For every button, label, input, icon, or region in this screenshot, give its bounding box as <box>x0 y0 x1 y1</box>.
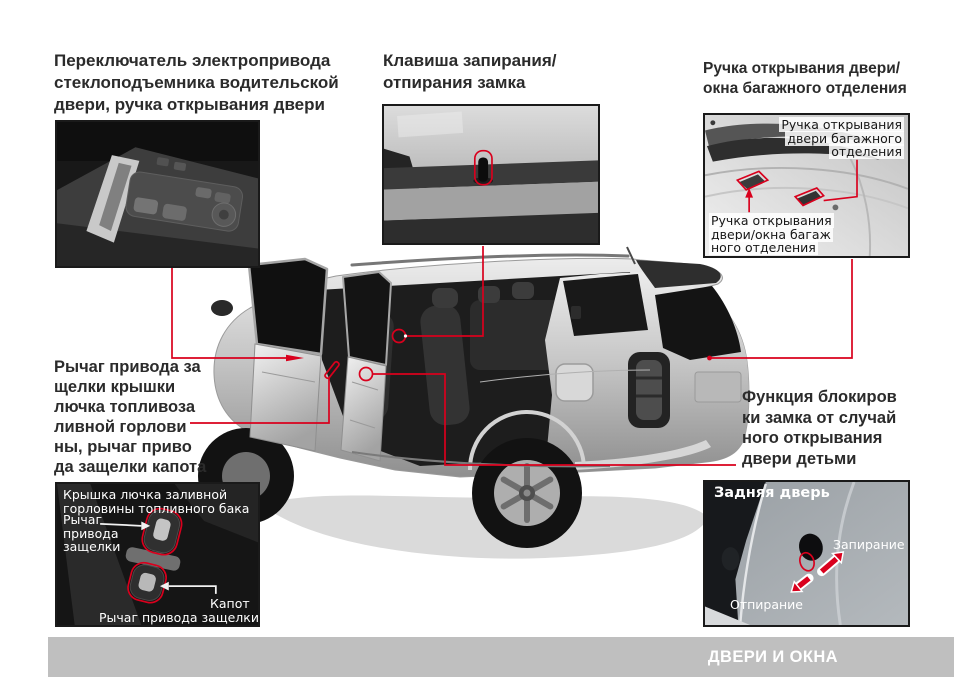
open-rear-door <box>340 271 392 462</box>
heading-line: стеклоподъемника водительской <box>54 73 339 92</box>
hood-latch-lever-label: Рычаг привода защелки <box>99 610 259 625</box>
tailgate-window-handle-label: Ручка открывания двери/окна багаж ного о… <box>709 213 834 255</box>
door-handle-highlight <box>793 186 826 207</box>
heading-line: да защелки капота <box>54 458 207 476</box>
page-section-title: ДВЕРИ И ОКНА <box>707 648 838 666</box>
heading-line: ливной горлови <box>54 418 187 436</box>
lock-direction-arrows <box>790 551 845 593</box>
heading-tailgate-handle: Ручка открывания двери/ окна багажного о… <box>703 59 907 99</box>
callout-line-childlock <box>372 373 736 466</box>
heading-lock-key: Клавиша запирания/ отпирания замка <box>383 50 556 94</box>
unlock-label: Отпирание <box>730 597 803 612</box>
callout-line-lock-knob <box>405 246 484 337</box>
tailgate-handles-photo: Ручка открывания двери багажного отделен… <box>703 113 910 258</box>
heading-line: Клавиша запирания/ <box>383 51 557 70</box>
heading-line: Переключатель электропривода <box>54 51 331 70</box>
heading-childlock: Функция блокиров ки замка от случай ного… <box>742 387 897 469</box>
callout-line-fuel-lever <box>190 378 330 424</box>
heading-line: двери детьми <box>742 449 857 468</box>
heading-window-switch: Переключатель электропривода стеклоподъе… <box>54 50 339 116</box>
open-front-door <box>211 257 329 452</box>
childlock-slot-highlight <box>799 551 815 572</box>
callout-line-window-switch <box>171 268 286 359</box>
heading-line: ного открывания <box>742 429 883 447</box>
childlock-circle <box>358 366 374 382</box>
wheel-spokes <box>500 463 554 523</box>
arrow-left-icon <box>159 581 169 591</box>
fuel-lever-highlight <box>324 360 340 380</box>
lock-knob-circle <box>391 328 407 344</box>
heading-line: щелки крышки <box>54 378 176 396</box>
lock-knob-highlight <box>473 149 493 186</box>
heading-line: Ручка открывания двери/ <box>703 60 901 77</box>
window-handle-highlight <box>735 170 770 191</box>
callout-line-tailgate <box>711 259 853 359</box>
footer-bar: ДВЕРИ И ОКНА <box>48 637 954 677</box>
heading-line: окна багажного отделения <box>703 80 907 97</box>
lock-label: Запирание <box>833 537 905 552</box>
heading-line: лючка топливоза <box>54 398 196 416</box>
heading-line: Рычаг привода за <box>54 358 201 376</box>
rear-door-title: Задняя дверь <box>714 485 830 501</box>
childlock-photo: Задняя дверь Запирание Отпирание <box>703 480 910 627</box>
hood-label: Капот <box>210 596 250 611</box>
heading-line: Функция блокиров <box>742 388 897 406</box>
callout-arrow-icon <box>286 354 304 362</box>
heading-line: двери, ручка открывания двери <box>54 95 325 114</box>
lock-knob <box>478 157 489 182</box>
fuel-hood-levers-photo: Крышка лючка заливной горловины топливно… <box>55 482 260 627</box>
heading-line: отпирания замка <box>383 73 526 92</box>
tailgate-door-handle-label: Ручка открывания двери багажного отделен… <box>779 117 904 159</box>
latch-lever-label: Рычаг привода защелки <box>63 512 121 554</box>
car-body <box>198 246 750 559</box>
fuel-filler-cap-label: Крышка лючка заливной горловины топливно… <box>63 487 250 516</box>
driver-door-controls-photo <box>55 120 260 268</box>
lock-knob-photo <box>382 104 600 245</box>
heading-line: ки замка от случай <box>742 408 897 427</box>
heading-line: ны, рычаг приво <box>54 438 192 456</box>
heading-fuel-hood-lever: Рычаг привода за щелки крышки лючка топл… <box>54 357 206 477</box>
arrow-right-icon <box>141 521 151 531</box>
